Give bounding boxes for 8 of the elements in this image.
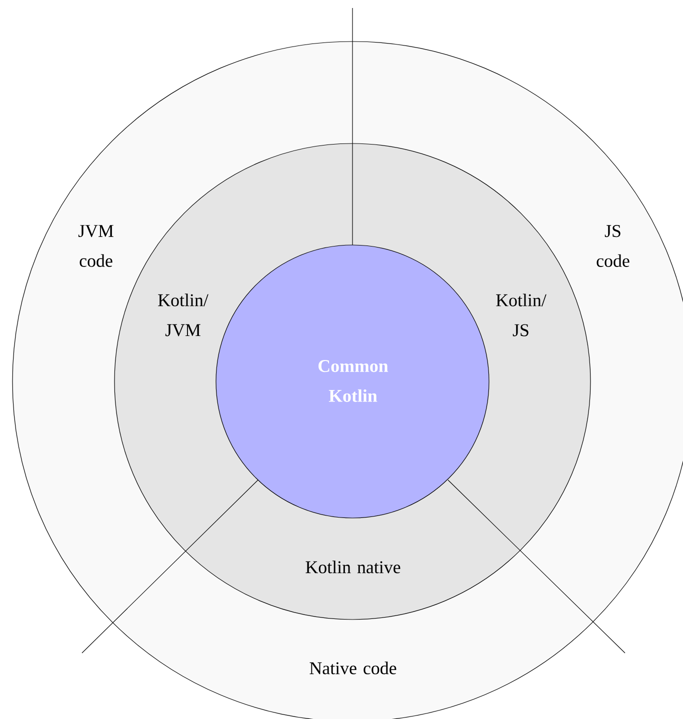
region-label: JVM code (78, 225, 114, 267)
region-label: Kotlin/ JS (496, 294, 546, 336)
region-label: Kotlin native (306, 560, 400, 574)
region-label: Kotlin/ JVM (158, 294, 208, 336)
region-label: Common Kotlin (318, 360, 388, 402)
region-label: Native code (310, 662, 396, 674)
inner-circle (216, 244, 490, 518)
region-label: JS code (596, 225, 630, 267)
